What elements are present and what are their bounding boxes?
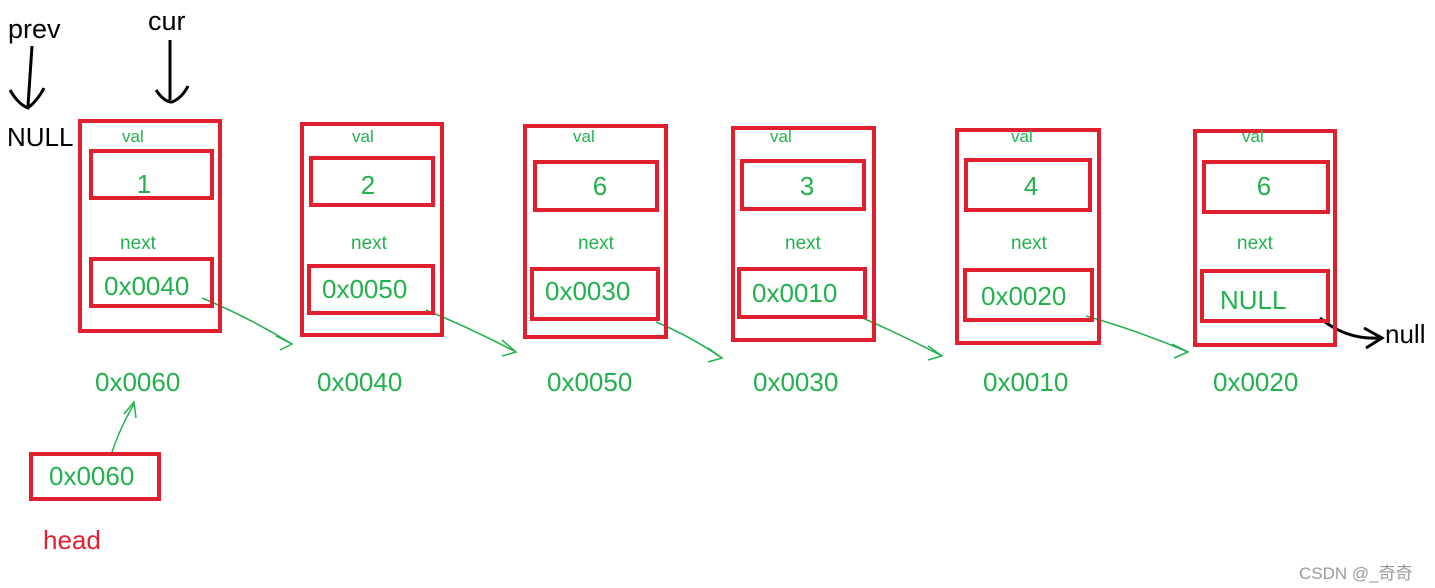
node-6-val: 6 bbox=[1256, 171, 1272, 201]
node-4 bbox=[731, 126, 876, 342]
node-3-address: 0x0050 bbox=[547, 367, 633, 397]
node-5-next: 0x0020 bbox=[981, 281, 1067, 311]
node-4-val-box bbox=[740, 159, 866, 211]
node-6-val-label: val bbox=[1242, 127, 1264, 146]
head-arrow-icon bbox=[111, 403, 135, 453]
node-2-address: 0x0040 bbox=[317, 367, 403, 397]
node-6-val-box bbox=[1202, 160, 1330, 214]
node-2-next-box bbox=[307, 264, 435, 315]
node-3-next: 0x0030 bbox=[545, 276, 631, 306]
node-6-next: NULL bbox=[1220, 285, 1287, 315]
node-3-val-label: val bbox=[573, 127, 595, 146]
node-4-next: 0x0010 bbox=[752, 278, 838, 308]
node-3-val-box bbox=[533, 160, 659, 212]
node-6-next-label: next bbox=[1237, 233, 1273, 254]
prev-label: prev bbox=[8, 14, 61, 44]
tail-null-label: null bbox=[1385, 319, 1426, 349]
node-1-val-label: val bbox=[122, 127, 144, 146]
cur-label: cur bbox=[148, 6, 186, 36]
link-arrow-5-icon bbox=[1085, 315, 1189, 353]
node-3-next-label: next bbox=[578, 233, 614, 254]
node-6 bbox=[1193, 129, 1337, 347]
link-arrow-4-icon bbox=[857, 315, 943, 357]
head-box bbox=[29, 452, 161, 501]
node-4-next-label: next bbox=[785, 233, 821, 254]
node-6-address: 0x0020 bbox=[1213, 367, 1299, 397]
node-1-next: 0x0040 bbox=[104, 271, 190, 301]
node-1-val-box bbox=[89, 149, 214, 200]
node-5-val: 4 bbox=[1023, 171, 1039, 201]
node-6-next-box bbox=[1200, 269, 1330, 323]
node-1-next-box bbox=[89, 257, 214, 308]
head-label: head bbox=[43, 525, 101, 555]
node-5-address: 0x0010 bbox=[983, 367, 1069, 397]
node-1-next-label: next bbox=[120, 233, 156, 254]
head-value: 0x0060 bbox=[49, 461, 135, 491]
node-2-val-box bbox=[309, 156, 435, 207]
node-1-address: 0x0060 bbox=[95, 367, 181, 397]
node-5-val-box bbox=[964, 158, 1092, 212]
node-1 bbox=[78, 119, 222, 333]
node-4-val: 3 bbox=[799, 171, 815, 201]
node-3 bbox=[523, 124, 668, 339]
node-2-val-label: val bbox=[352, 127, 374, 146]
prev-arrow-icon bbox=[26, 45, 34, 107]
node-4-address: 0x0030 bbox=[753, 367, 839, 397]
node-4-next-box bbox=[737, 267, 867, 319]
node-5 bbox=[955, 128, 1101, 345]
node-2-next: 0x0050 bbox=[322, 274, 408, 304]
node-4-val-label: val bbox=[770, 127, 792, 146]
watermark-text: CSDN @_奇奇 bbox=[1299, 564, 1413, 583]
node-3-next-box bbox=[530, 267, 660, 321]
node-1-val: 1 bbox=[136, 169, 152, 199]
node-3-val: 6 bbox=[592, 171, 608, 201]
node-2 bbox=[300, 122, 444, 337]
node-5-next-label: next bbox=[1011, 233, 1047, 254]
node-2-val: 2 bbox=[360, 170, 376, 200]
node-5-next-box bbox=[963, 268, 1094, 322]
prev-arrowhead-icon bbox=[8, 87, 46, 110]
node-5-val-label: val bbox=[1011, 127, 1033, 146]
prev-null-value: NULL bbox=[7, 122, 74, 152]
cur-arrowhead-icon bbox=[154, 85, 190, 104]
node-2-next-label: next bbox=[351, 233, 387, 254]
